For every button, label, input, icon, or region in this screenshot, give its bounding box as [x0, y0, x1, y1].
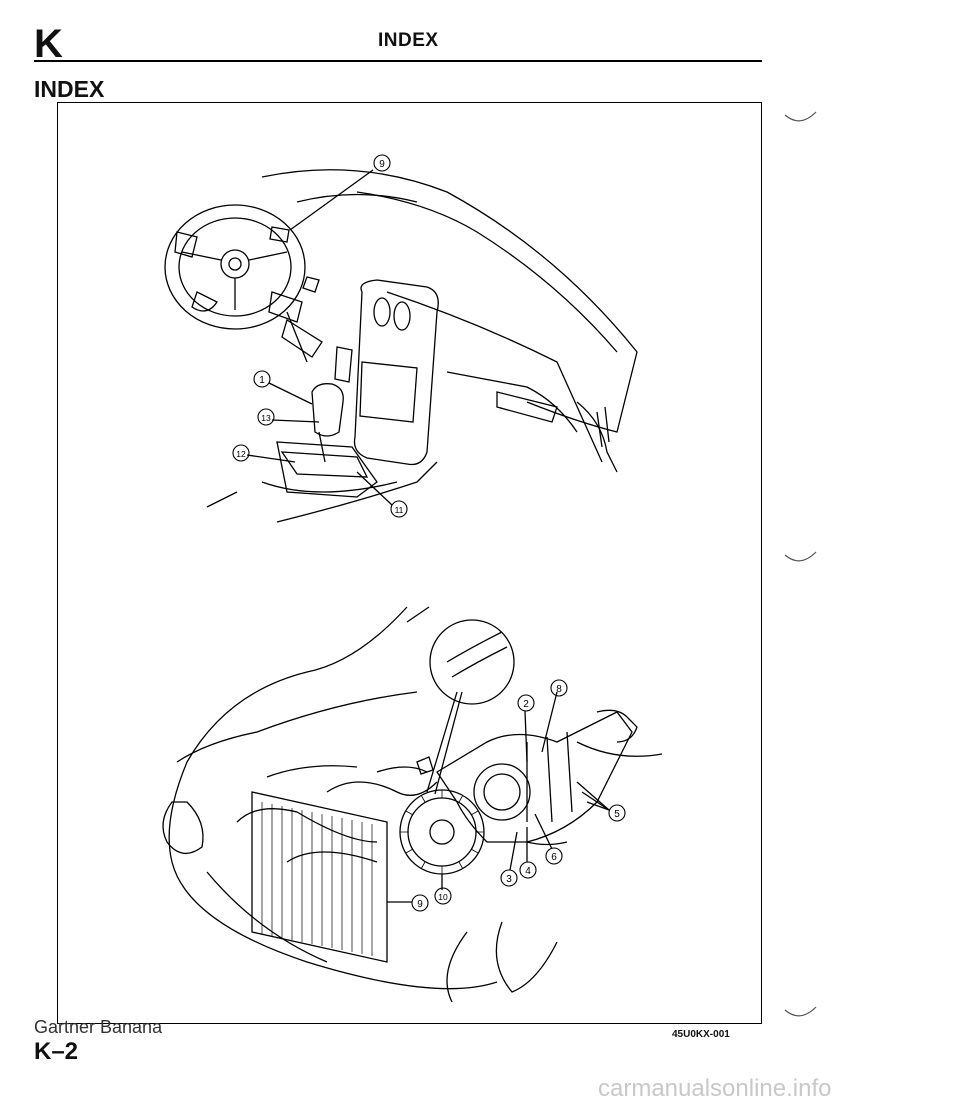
callout-11	[390, 500, 408, 518]
callouts	[232, 154, 626, 912]
callout-12	[232, 444, 250, 462]
page-number: K–2	[34, 1038, 79, 1065]
callout-4	[519, 861, 537, 879]
callout-9-bottom	[411, 894, 429, 912]
callout-10	[434, 887, 452, 905]
index-illustration: 9 1 13 12 11 2 8 5 6 3 4 9 10	[162, 154, 663, 1003]
callout-label: 13	[261, 413, 271, 423]
page-header-title: INDEX	[378, 30, 439, 51]
callout-label: 9	[417, 899, 423, 910]
engine-bay-drawing	[162, 606, 663, 1003]
callout-13	[257, 408, 275, 426]
binder-marks	[784, 111, 817, 1017]
callout-3	[500, 869, 518, 887]
callout-1	[253, 370, 271, 388]
callout-label: 12	[236, 449, 246, 459]
binder-mark	[784, 551, 817, 562]
callout-2	[517, 694, 535, 712]
callout-8	[550, 679, 568, 697]
callout-labels: 9 1 13 12 11 2 8 5 6 3 4 9 10	[236, 159, 620, 910]
leader-lines-top	[246, 169, 393, 506]
callout-label: 9	[379, 159, 385, 170]
callout-label: 6	[551, 852, 557, 863]
callout-label: 1	[259, 375, 265, 386]
interior-drawing	[164, 169, 638, 523]
callout-label: 4	[525, 866, 531, 877]
callout-label: 8	[556, 684, 562, 695]
figure-frame	[57, 102, 762, 1024]
callout-label: 11	[395, 505, 404, 515]
watermark-text: Gartner Banana	[34, 1017, 163, 1037]
section-letter: K	[34, 22, 63, 66]
callout-9-top	[373, 154, 391, 172]
site-watermark: carmanualsonline.info	[598, 1075, 832, 1102]
section-title: INDEX	[34, 76, 105, 102]
callout-label: 5	[614, 809, 620, 820]
binder-mark	[784, 111, 817, 122]
callout-label: 2	[523, 699, 529, 710]
binder-mark	[784, 1006, 817, 1017]
callout-label: 10	[438, 892, 448, 902]
callout-6	[545, 847, 563, 865]
callout-5	[608, 804, 626, 822]
header-rule	[34, 60, 762, 62]
callout-label: 3	[506, 874, 512, 885]
figure-reference-code: 45U0KX-001	[672, 1029, 730, 1040]
leader-lines-bottom	[387, 691, 610, 903]
